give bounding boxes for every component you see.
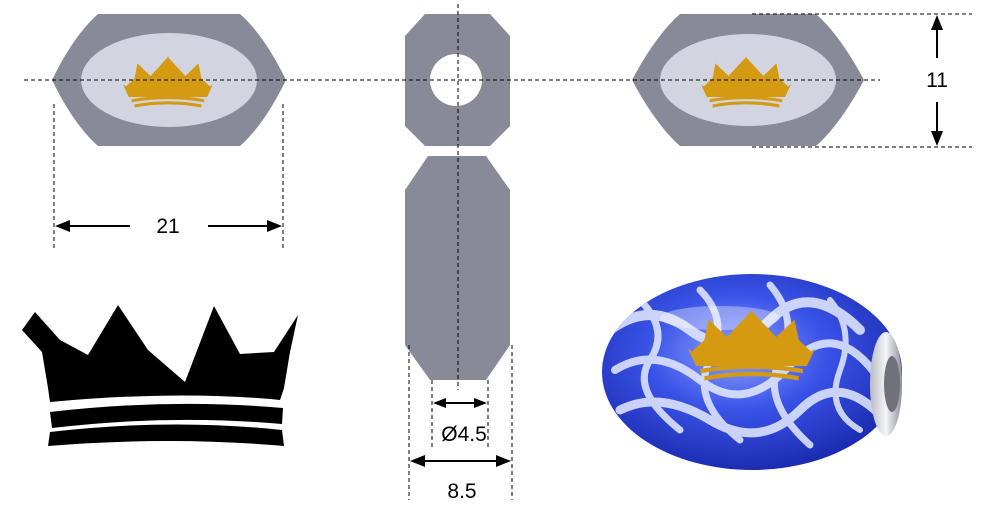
length-label: 21 xyxy=(156,215,179,238)
dimension-width: 8.5 xyxy=(410,455,511,503)
glass-bead-photo xyxy=(602,274,902,470)
center-lines xyxy=(24,4,972,500)
hole-diameter-label: Ø4.5 xyxy=(441,423,487,446)
hole xyxy=(430,54,482,106)
width-label: 8.5 xyxy=(447,480,476,503)
bead-cross-section xyxy=(405,156,510,380)
dimension-hole-diameter: Ø4.5 xyxy=(433,398,487,446)
crown-icon xyxy=(22,305,298,446)
bead-side-view xyxy=(405,14,510,146)
bead-front-view-left xyxy=(52,14,286,146)
dimension-height: 11 xyxy=(926,15,948,146)
height-label: 11 xyxy=(926,69,948,92)
dimension-length: 21 xyxy=(55,215,282,238)
